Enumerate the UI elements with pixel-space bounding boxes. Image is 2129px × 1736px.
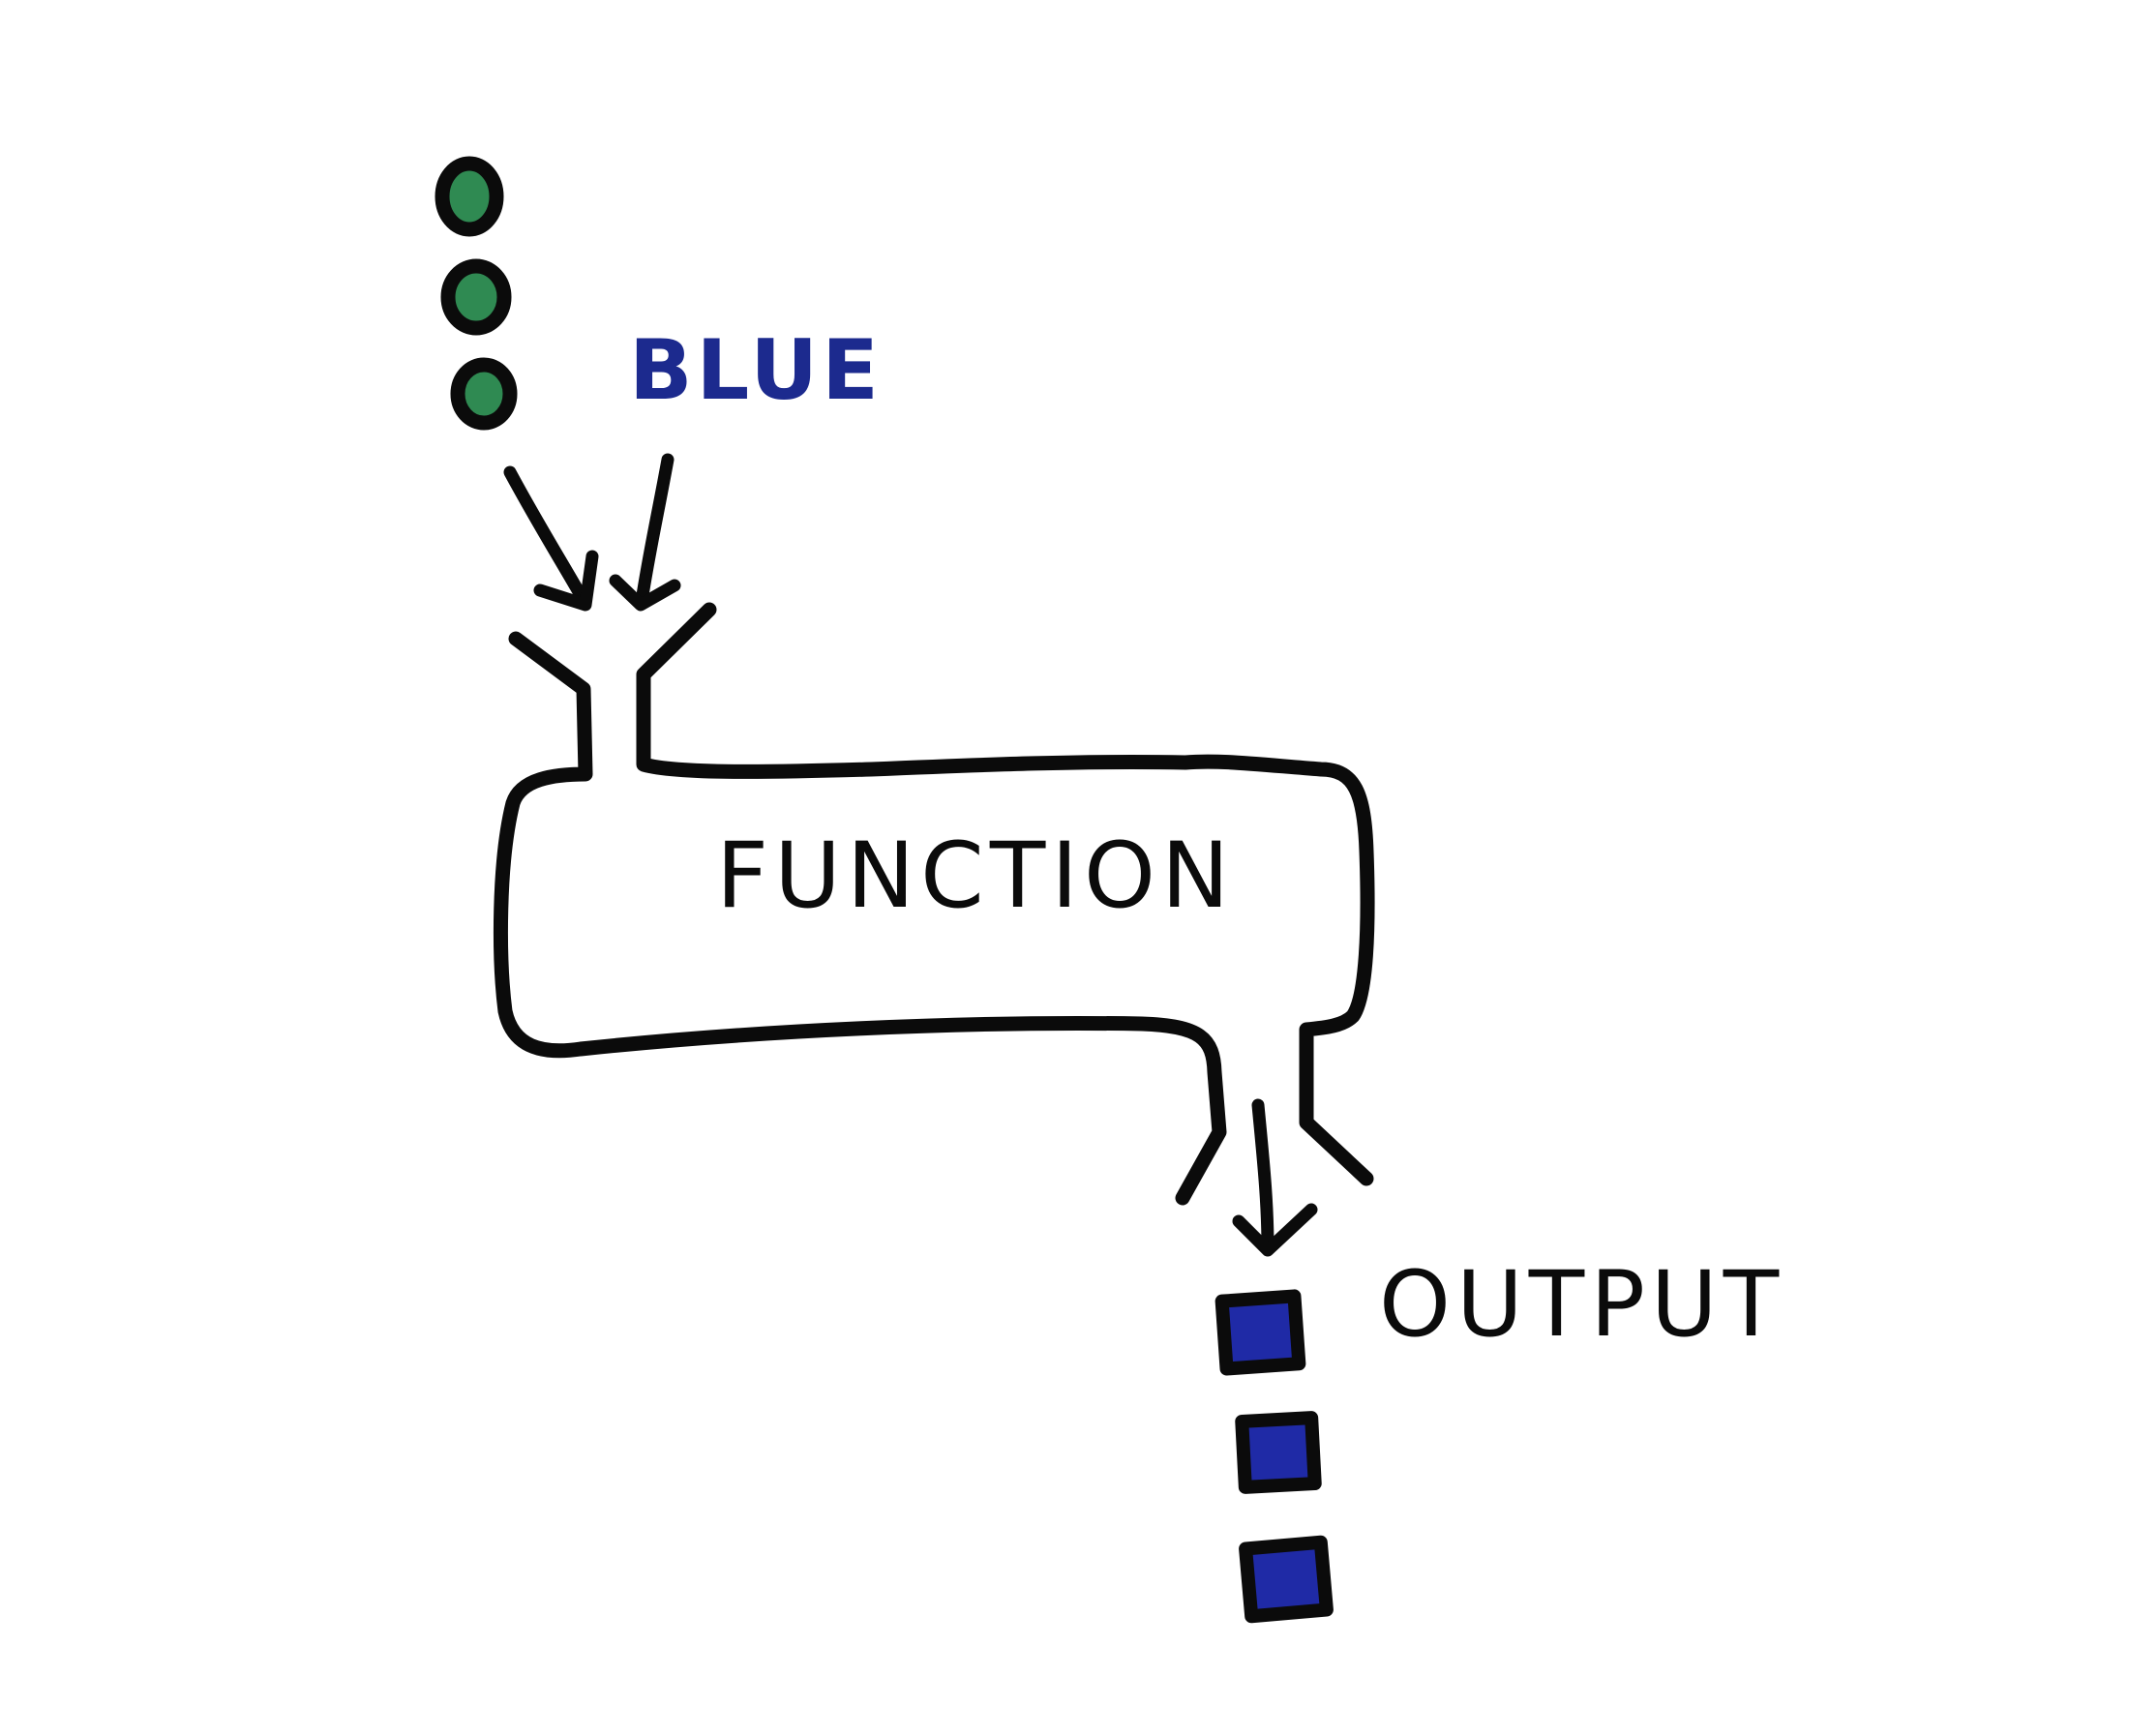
input-items [435, 156, 518, 431]
input-value-arrowhead [609, 574, 681, 612]
output-items [1214, 1289, 1334, 1624]
function-machine-top [636, 602, 1375, 1186]
function-label: FUNCTION [716, 823, 1235, 929]
input-item [450, 357, 518, 431]
input-items-arrow [503, 465, 591, 609]
input-item [435, 156, 504, 237]
input-arrows [503, 453, 681, 612]
output-item [1235, 1411, 1322, 1494]
output-arrow-group [1232, 1098, 1318, 1257]
input-value-label: BLUE [629, 322, 883, 419]
output-label: OUTPUT [1379, 1252, 1784, 1358]
function-machine [493, 631, 1227, 1206]
input-item [440, 258, 512, 336]
output-item [1214, 1289, 1306, 1376]
input-items-arrowhead [533, 550, 599, 612]
output-item [1239, 1535, 1334, 1624]
output-arrowhead [1232, 1203, 1318, 1257]
output-arrow [1251, 1098, 1274, 1255]
input-value-arrow [635, 453, 675, 609]
